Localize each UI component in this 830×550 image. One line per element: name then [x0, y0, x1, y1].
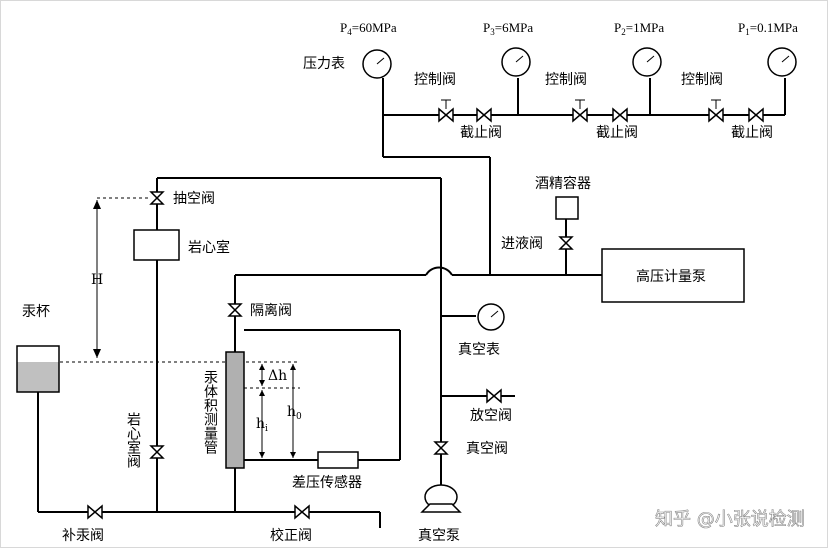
h0-arrow-bottom: [290, 452, 296, 458]
vacuum-pump-label: 真空泵: [418, 528, 460, 544]
delta-h-arrow-top: [259, 364, 265, 370]
vent-valve-label: 抽空阀: [173, 191, 215, 207]
stop-valve-1-label: 截止阀: [460, 125, 502, 141]
air-release-valve-label: 放空阀: [470, 408, 512, 424]
h0-arrow-top: [290, 364, 296, 370]
pressure-gauge-label: 压力表: [303, 56, 345, 72]
high-pressure-pump: [601, 248, 745, 303]
gauge-p2: [632, 47, 662, 77]
h-dimension-label: H: [91, 272, 103, 288]
inlet-valve[interactable]: [559, 236, 573, 250]
watermark: 知乎 @小张说检测: [655, 509, 805, 530]
calibration-valve[interactable]: [294, 505, 310, 519]
diff-pressure-sensor-label: 差压传感器: [292, 474, 362, 491]
alcohol-container: [555, 196, 579, 220]
stop-valve-1[interactable]: [476, 108, 492, 122]
gauge-p4-needle: [376, 57, 385, 65]
vacuum-pump: [420, 484, 462, 513]
hi-label: hi: [256, 416, 268, 434]
gauge-p4-label: P4=60MPa: [340, 20, 397, 37]
mercury-fill-valve[interactable]: [87, 505, 103, 519]
h0-label: h0: [287, 404, 302, 422]
stop-valve-3[interactable]: [748, 108, 764, 122]
core-chamber-label: 岩心室: [188, 239, 230, 256]
core-chamber-valve-label: 岩心室阀: [125, 412, 141, 469]
control-valve-3[interactable]: [708, 99, 724, 122]
stop-valve-2-label: 截止阀: [596, 125, 638, 141]
control-valve-2[interactable]: [572, 99, 588, 122]
calibration-valve-label: 校正阀: [270, 527, 312, 544]
core-chamber: [133, 229, 180, 261]
hi-arrow-bottom: [259, 452, 265, 458]
vacuum-gauge-needle: [490, 310, 499, 318]
isolation-valve[interactable]: [228, 303, 242, 317]
crossover-hump: [425, 266, 453, 276]
control-valve-1[interactable]: [438, 99, 454, 122]
vacuum-valve[interactable]: [434, 441, 448, 455]
control-valve-2-label: 控制阀: [545, 72, 587, 88]
gauge-p1-label: P1=0.1MPa: [738, 20, 798, 37]
h-arrow-bottom: [93, 349, 101, 358]
mercury-cup-label: 汞杯: [22, 304, 50, 320]
vacuum-valve-label: 真空阀: [466, 441, 508, 457]
control-valve-1-handle: [441, 99, 451, 109]
gauge-p2-needle: [646, 55, 655, 63]
diff-pressure-sensor: [317, 451, 359, 469]
gauge-p1: [767, 47, 797, 77]
gauge-p3-label: P3=6MPa: [483, 20, 533, 37]
inlet-valve-label: 进液阀: [501, 236, 543, 252]
gauge-p3: [501, 47, 531, 77]
mercury-fill-valve-label: 补汞阀: [62, 528, 104, 544]
control-valve-3-handle: [711, 99, 721, 109]
mercury-fill: [17, 362, 59, 392]
air-release-valve[interactable]: [486, 389, 502, 403]
vacuum-gauge-label: 真空表: [458, 342, 500, 358]
gauge-p1-needle: [781, 55, 790, 63]
control-valve-2-handle: [575, 99, 585, 109]
high-pressure-pump-label: 高压计量泵: [636, 268, 706, 285]
mercury-tube-label: 汞体积测量管: [202, 370, 218, 454]
stop-valve-3-label: 截止阀: [731, 125, 773, 141]
isolation-valve-label: 隔离阀: [250, 302, 292, 319]
gauge-p3-needle: [515, 55, 524, 63]
stop-valve-2[interactable]: [612, 108, 628, 122]
control-valve-1-label: 控制阀: [414, 72, 456, 88]
core-chamber-valve[interactable]: [150, 445, 164, 459]
h-arrow-top: [93, 200, 101, 209]
gauge-p4: [362, 49, 392, 79]
control-valve-3-label: 控制阀: [681, 72, 723, 88]
vent-valve[interactable]: [150, 191, 164, 205]
delta-h-label: Δh: [268, 368, 287, 384]
delta-h-arrow-bottom: [259, 380, 265, 386]
hi-arrow-top: [259, 390, 265, 396]
gauge-p2-label: P2=1MPa: [614, 20, 664, 37]
mercury-measuring-tube: [225, 351, 245, 469]
alcohol-container-label: 酒精容器: [535, 175, 591, 192]
